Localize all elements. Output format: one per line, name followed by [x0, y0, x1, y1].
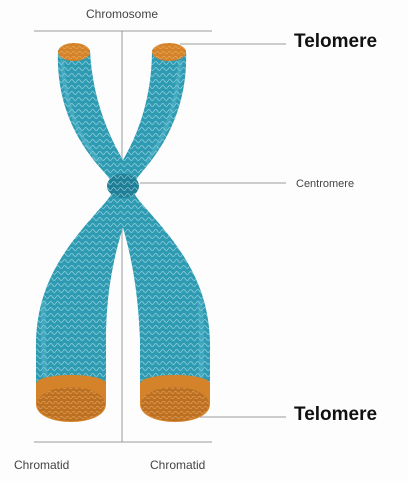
chromosome-label: Chromosome — [0, 7, 244, 21]
telomere-bottom-label: Telomere — [294, 404, 377, 426]
chromatid-right-label: Chromatid — [150, 458, 205, 472]
chromatid-left — [36, 50, 133, 415]
chromatid-right — [113, 50, 210, 415]
chromatid-left-label: Chromatid — [14, 458, 69, 472]
centromere-label: Centromere — [296, 178, 354, 190]
telomere-top-label: Telomere — [294, 31, 377, 53]
telomere-bottom — [36, 375, 210, 422]
